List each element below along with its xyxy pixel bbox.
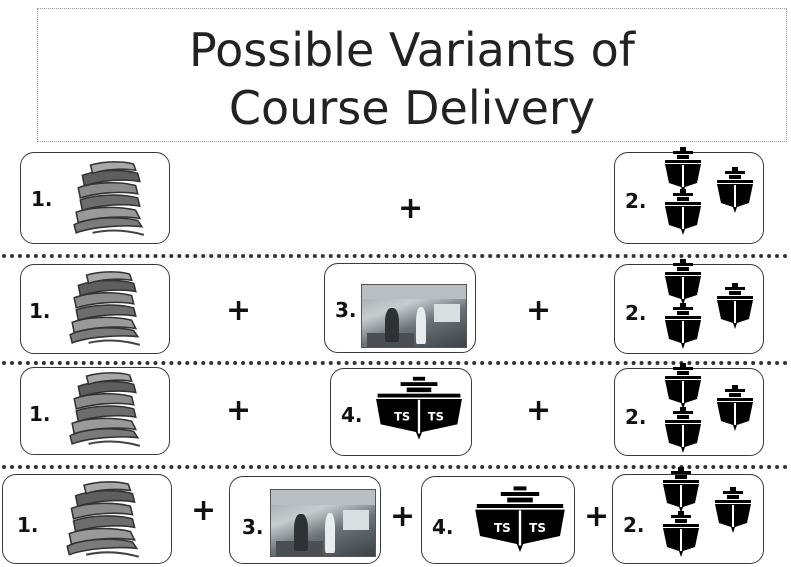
plus-sign: + xyxy=(526,293,552,328)
card-ships-row2: 2. xyxy=(614,259,764,354)
page-title-line-1: Possible Variants of xyxy=(189,23,635,77)
card-ships-row4: 2. xyxy=(612,467,764,564)
ships-icon xyxy=(665,259,753,349)
label-2: 2. xyxy=(625,301,647,325)
card-books-row2: 1. xyxy=(20,264,170,354)
label-2: 2. xyxy=(625,405,647,429)
card-books-row4: 1. xyxy=(2,474,172,564)
card-training-ship-row4: 4. TS TS xyxy=(421,476,575,564)
separator-line xyxy=(2,465,788,469)
ts-mark-right: TS xyxy=(428,410,444,424)
ts-mark-right: TS xyxy=(529,521,546,535)
ships-icon xyxy=(663,467,751,557)
label-4: 4. xyxy=(341,403,363,427)
label-3: 3. xyxy=(335,298,357,322)
training-ship-icon: TS TS xyxy=(376,376,462,440)
training-ship-icon: TS TS xyxy=(475,486,565,552)
label-4: 4. xyxy=(432,515,454,539)
card-books-row1: 1. xyxy=(20,152,170,244)
label-1: 1. xyxy=(17,513,39,537)
books-icon xyxy=(66,481,140,558)
separator-line xyxy=(2,361,788,365)
classroom-photo xyxy=(270,489,376,557)
plus-sign: + xyxy=(398,191,424,226)
card-ships-row1: 2. xyxy=(614,147,764,244)
card-training-ship-row3: 4. TS TS xyxy=(330,368,472,456)
books-icon xyxy=(69,271,141,346)
page-title-line-2: Course Delivery xyxy=(228,81,596,135)
label-2: 2. xyxy=(623,513,645,537)
separator-line xyxy=(2,254,788,258)
ships-icon xyxy=(665,363,753,453)
card-ships-row3: 2. xyxy=(614,363,764,456)
label-1: 1. xyxy=(29,299,51,323)
plus-sign: + xyxy=(584,499,610,534)
ts-mark-left: TS xyxy=(394,410,410,424)
label-2: 2. xyxy=(625,189,647,213)
label-1: 1. xyxy=(31,187,53,211)
card-books-row3: 1. xyxy=(20,367,170,455)
plus-sign: + xyxy=(526,393,552,428)
card-simulator-row2: 3. xyxy=(324,263,476,353)
label-3: 3. xyxy=(242,515,264,539)
plus-sign: + xyxy=(390,499,416,534)
plus-sign: + xyxy=(191,493,217,528)
label-1: 1. xyxy=(29,402,51,426)
books-icon xyxy=(69,372,141,447)
ts-mark-left: TS xyxy=(494,521,511,535)
plus-sign: + xyxy=(226,293,252,328)
plus-sign: + xyxy=(226,393,252,428)
classroom-photo xyxy=(361,284,467,348)
ships-icon xyxy=(665,147,753,235)
books-icon xyxy=(73,161,145,236)
card-simulator-row4: 3. xyxy=(229,476,381,564)
title-box: Possible Variants of Course Delivery xyxy=(37,8,787,142)
